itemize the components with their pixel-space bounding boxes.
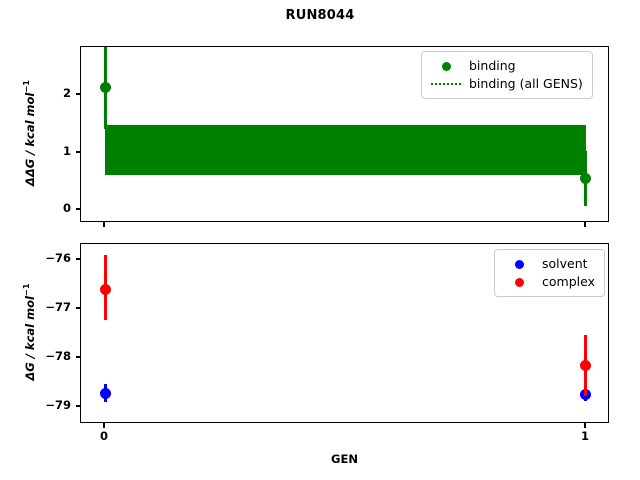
top-panel-legend-entry[interactable]: binding	[429, 57, 583, 75]
bottom-y-tick-mark	[75, 257, 80, 260]
binding-data-point[interactable]	[580, 173, 592, 185]
top-x-tick-mark	[584, 222, 586, 227]
bottom-panel-legend-entry-label: solvent	[542, 255, 588, 271]
top-y-tick-label: 0	[62, 201, 71, 216]
binding-data-point[interactable]	[99, 81, 111, 93]
bottom-y-tick-mark	[75, 404, 80, 407]
top-y-tick-mark	[75, 92, 80, 95]
legend-marker-icon	[514, 259, 524, 269]
top-panel-y-axis-label-text: ΔΔG / kcal mol	[23, 92, 37, 187]
bottom-panel-legend[interactable]: solvent complex	[494, 249, 605, 297]
legend-marker-icon	[514, 277, 524, 287]
x-tick-label: 1	[580, 429, 589, 443]
figure-title: RUN8044	[285, 8, 355, 23]
legend-marker-key	[502, 277, 536, 287]
bottom-y-tick-label: −79	[45, 397, 71, 412]
bottom-y-tick-label: −78	[45, 348, 71, 363]
complex-data-point[interactable]	[99, 283, 111, 295]
bottom-y-tick-mark	[75, 306, 80, 309]
legend-line-key	[429, 83, 463, 85]
legend-marker-key	[429, 61, 463, 71]
bottom-panel-legend-entry[interactable]: complex	[502, 273, 595, 291]
top-panel-legend-entry-label: binding	[469, 57, 516, 73]
bottom-y-tick-label: −76	[45, 250, 71, 265]
legend-marker-icon	[441, 61, 451, 71]
legend-dotted-line-icon	[431, 83, 461, 85]
x-tick-label: 0	[100, 429, 109, 443]
legend-marker-key	[502, 259, 536, 269]
top-panel-legend[interactable]: binding binding (all GENS)	[421, 51, 593, 99]
top-y-tick-mark	[75, 208, 80, 211]
x-axis-label: GEN	[331, 452, 358, 466]
complex-data-point[interactable]	[580, 359, 592, 371]
top-y-tick-label: 2	[62, 85, 71, 100]
top-panel-plot-area	[81, 47, 608, 221]
bottom-x-tick-mark	[103, 423, 105, 428]
solvent-data-point[interactable]	[99, 387, 111, 399]
top-panel-legend-entry-label: binding (all GENS)	[469, 75, 583, 91]
binding-all-gens-band	[105, 125, 586, 176]
bottom-y-tick-mark	[75, 355, 80, 358]
top-panel-legend-entry[interactable]: binding (all GENS)	[429, 75, 583, 93]
top-y-tick-label: 1	[62, 143, 71, 158]
top-y-tick-mark	[75, 150, 80, 153]
bottom-panel-y-axis-label-exponent: −1	[21, 283, 32, 297]
top-x-tick-mark	[103, 222, 105, 227]
bottom-x-tick-mark	[584, 423, 586, 428]
bottom-panel-legend-entry-label: complex	[542, 273, 595, 289]
bottom-y-tick-label: −77	[45, 299, 71, 314]
bottom-panel-y-axis-label: ΔG / kcal mol−1	[21, 212, 37, 452]
bottom-panel-plot-area	[81, 244, 608, 422]
bottom-panel-legend-entry[interactable]: solvent	[502, 255, 595, 273]
